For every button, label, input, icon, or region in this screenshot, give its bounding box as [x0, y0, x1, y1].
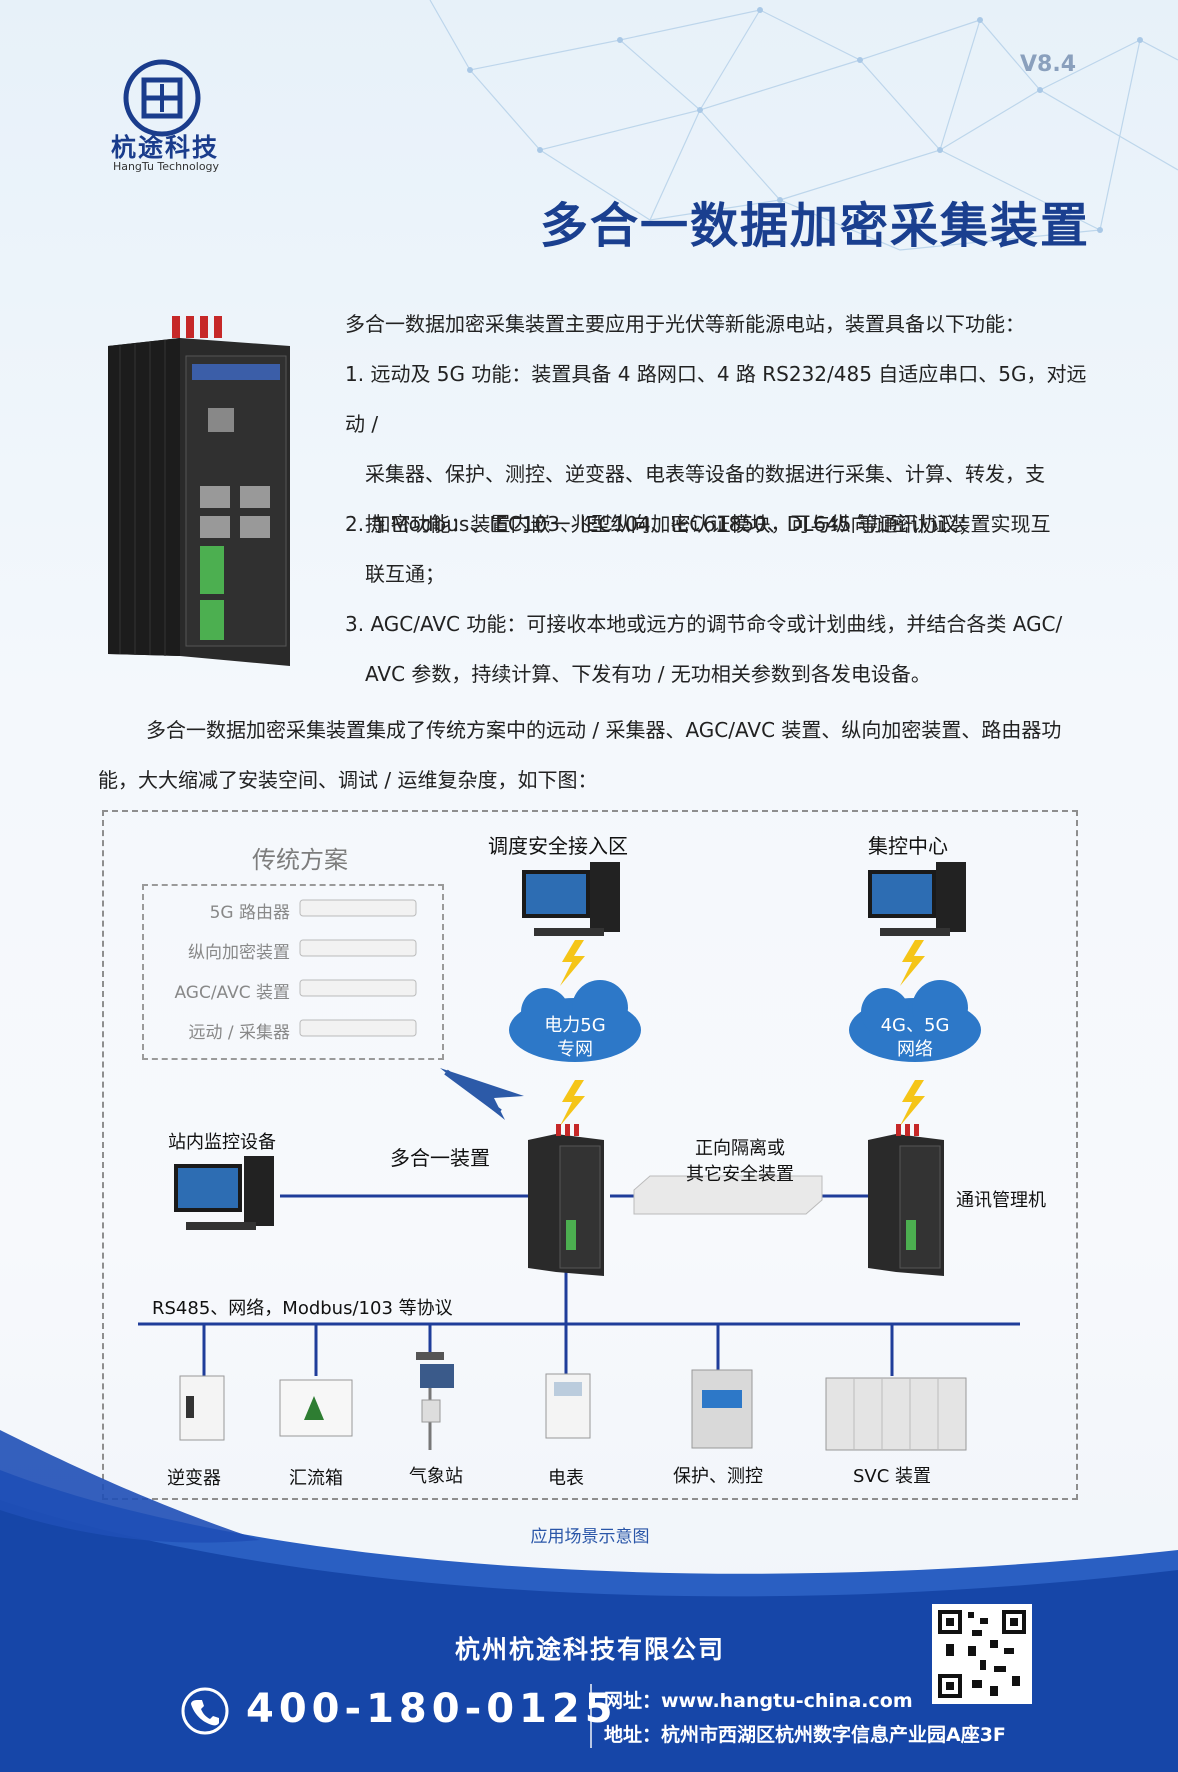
all-in-one-label: 多合一装置	[390, 1146, 490, 1170]
qr-code-image	[932, 1604, 1032, 1704]
company-logo	[123, 59, 201, 137]
feature-3-line1: 3. AGC/AVC 功能：可接收本地或远方的调节命令或计划曲线，并结合各类 A…	[345, 612, 1063, 636]
intro-text: 多合一数据加密采集装置主要应用于光伏等新能源电站，装置具备以下功能：	[345, 312, 1025, 336]
feature-2: 2. 加密功能：装置内嵌一兆型纵向加密认证模块，可与纵向加密认证装置实现互 联互…	[345, 499, 1105, 599]
feature-1-line2: 采集器、保护、测控、逆变器、电表等设备的数据进行采集、计算、转发，支	[365, 462, 1045, 486]
feature-1-line3: 持 Modbus、IEC103、IEC104、IEC61850、DL645 等通…	[365, 512, 978, 536]
device-label-svc: SVC 装置	[852, 1466, 932, 1487]
trad-item-rtu: 远动 / 采集器	[188, 1023, 290, 1043]
network-background	[429, 0, 1178, 251]
footer-divider	[590, 1684, 592, 1748]
cloud-left-line2: 专网	[557, 1039, 593, 1060]
footer-band	[0, 1430, 1178, 1772]
address-text: 地址：杭州市西湖区杭州数字信息产业园A座3F	[604, 1724, 1006, 1746]
feature-1: 1. 远动及 5G 功能：装置具备 4 路网口、4 路 RS232/485 自适…	[345, 349, 1105, 549]
device-label-protection: 保护、测控	[673, 1466, 763, 1487]
cloud-right-line2: 网络	[897, 1039, 933, 1060]
company-name: 杭州杭途科技有限公司	[454, 1635, 725, 1664]
feature-2-line2: 联互通；	[365, 562, 445, 586]
phone-number: 400-180-0125	[246, 1686, 618, 1732]
device-label-inverter: 逆变器	[167, 1468, 221, 1489]
phone-icon	[181, 1687, 229, 1735]
version-label: V8.4	[1020, 52, 1076, 77]
device-photo	[108, 316, 290, 666]
comm-manager-label: 通讯管理机	[956, 1190, 1046, 1211]
page-title: 多合一数据加密采集装置	[539, 198, 1090, 254]
trad-item-agc-avc: AGC/AVC 装置	[174, 983, 290, 1003]
summary-text: 多合一数据加密采集装置集成了传统方案中的远动 / 采集器、AGC/AVC 装置、…	[98, 705, 1098, 805]
station-monitor-label: 站内监控设备	[168, 1132, 276, 1153]
cloud-right-text: 4G、5G 网络	[855, 1014, 975, 1062]
control-center-label: 集控中心	[868, 834, 948, 858]
logo-chinese-name: 杭途科技	[110, 133, 219, 162]
feature-3-line2: AVC 参数，持续计算、下发有功 / 无功相关参数到各发电设备。	[365, 662, 931, 686]
feature-2-line1: 2. 加密功能：装置内嵌一兆型纵向加密认证模块，可与纵向加密认证装置实现互	[345, 512, 1051, 536]
trad-item-encryption: 纵向加密装置	[188, 943, 290, 963]
traditional-scheme-box	[142, 884, 444, 1060]
cloud-left-line1: 电力5G	[544, 1015, 606, 1036]
cloud-right-line1: 4G、5G	[880, 1015, 950, 1036]
traditional-scheme-title: 传统方案	[252, 846, 348, 874]
device-label-weather: 气象站	[409, 1466, 463, 1487]
trad-item-5g-router: 5G 路由器	[209, 903, 290, 923]
website-text: 网址：www.hangtu-china.com	[604, 1690, 913, 1712]
isolation-line2: 其它安全装置	[686, 1164, 794, 1185]
logo-english-name: HangTu Technology	[112, 160, 220, 173]
summary-line2: 能，大大缩减了安装空间、调试 / 运维复杂度，如下图：	[98, 768, 598, 792]
cloud-left-text: 电力5G 专网	[515, 1014, 635, 1062]
application-diagram	[102, 810, 1078, 1500]
device-label-meter: 电表	[548, 1468, 584, 1489]
summary-line1: 多合一数据加密采集装置集成了传统方案中的远动 / 采集器、AGC/AVC 装置、…	[146, 718, 1062, 742]
diagram-caption: 应用场景示意图	[530, 1527, 650, 1547]
bus-label: RS485、网络，Modbus/103 等协议	[152, 1298, 453, 1319]
feature-3: 3. AGC/AVC 功能：可接收本地或远方的调节命令或计划曲线，并结合各类 A…	[345, 599, 1105, 699]
device-label-combiner: 汇流箱	[289, 1468, 343, 1489]
isolation-label: 正向隔离或 其它安全装置	[670, 1134, 810, 1186]
dispatch-zone-label: 调度安全接入区	[488, 834, 628, 858]
feature-1-line1: 1. 远动及 5G 功能：装置具备 4 路网口、4 路 RS232/485 自适…	[345, 362, 1087, 436]
isolation-line1: 正向隔离或	[695, 1138, 785, 1159]
